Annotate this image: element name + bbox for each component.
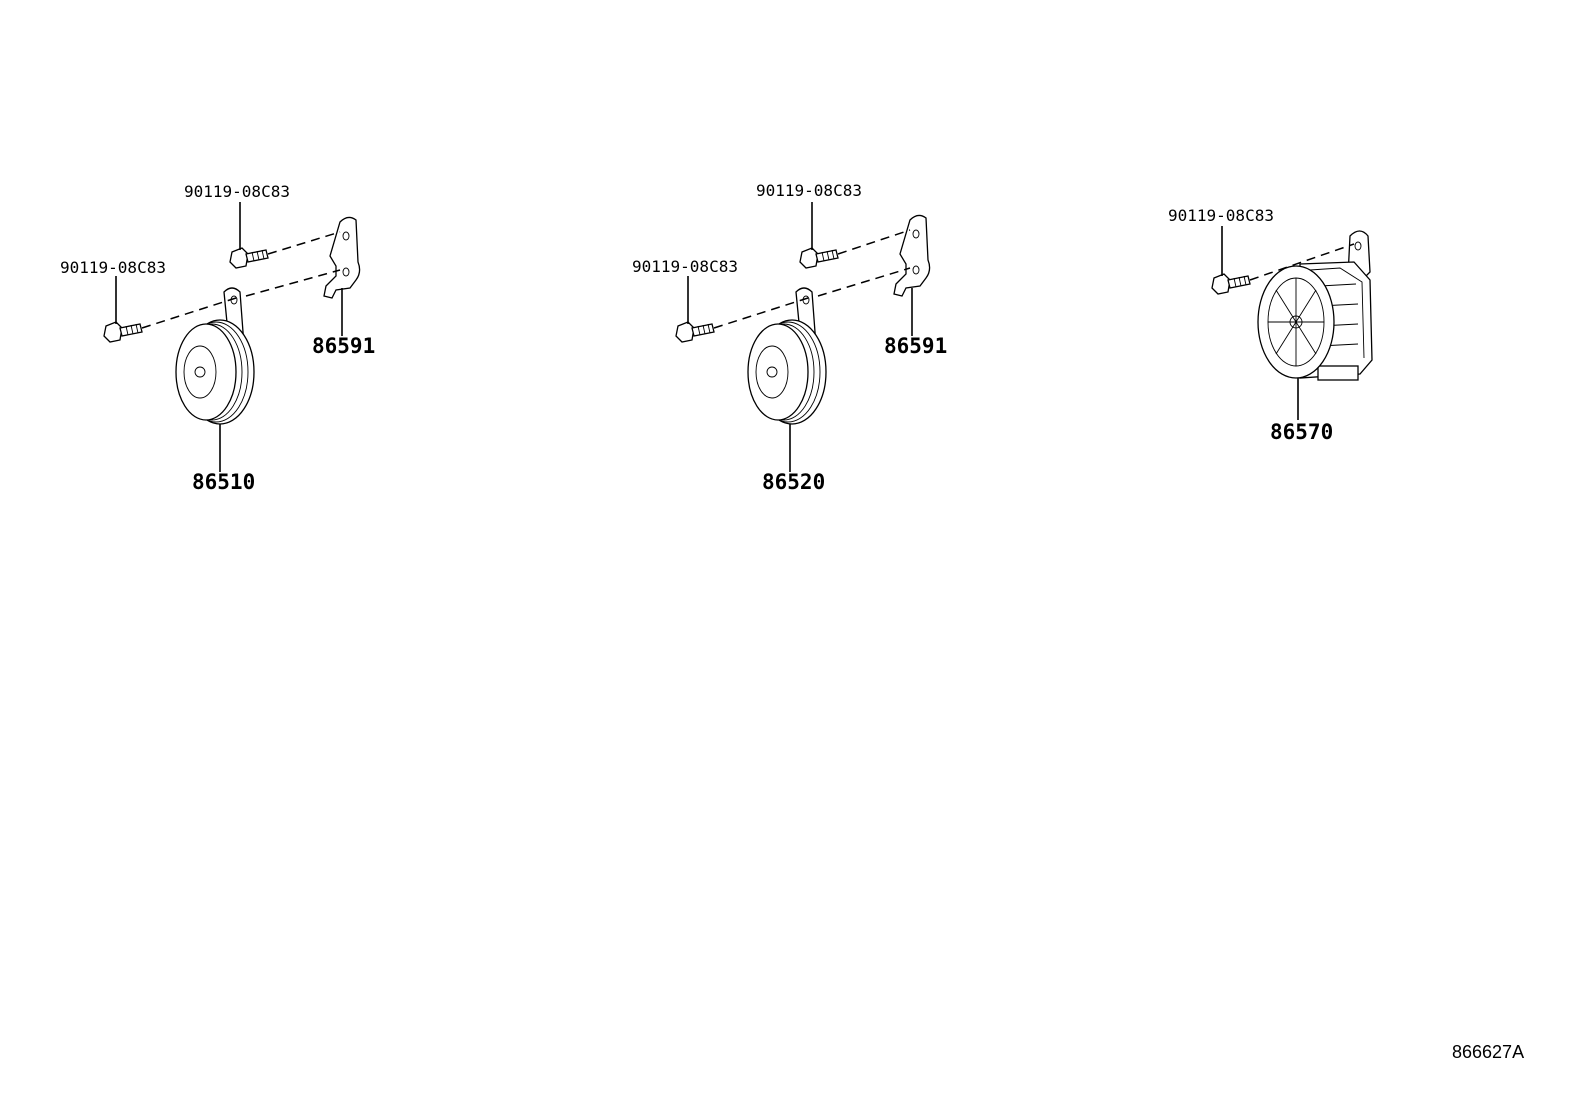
bolt-label-1a: 90119-08C83 [184,182,290,201]
bracket-label-1: 86591 [312,334,375,358]
bracket-label-2: 86591 [884,334,947,358]
bolt-label-3: 90119-08C83 [1168,206,1274,225]
bracket-86591b-shape [893,214,931,297]
horn-label-86510: 86510 [192,470,255,494]
horn-86570-shape [1257,230,1373,381]
bolt-1b-shape [103,321,143,343]
horn-86520-shape [747,287,827,425]
bolt-label-2b: 90119-08C83 [632,257,738,276]
bolt-3-shape [1211,273,1251,295]
group-2: 90119-08C83 90119-08C83 86591 86520 [632,181,947,494]
horn-label-86570: 86570 [1270,420,1333,444]
diagram-reference-code: 866627A [1452,1042,1524,1062]
horn-label-86520: 86520 [762,470,825,494]
horn-86510-shape [175,287,255,425]
bolt-2b-shape [675,321,715,343]
bracket-86591-shape [323,216,361,299]
bolt-2a-shape [799,247,839,269]
group-3: 90119-08C83 86570 [1168,206,1373,444]
bolt-label-1b: 90119-08C83 [60,258,166,277]
bolt-label-2a: 90119-08C83 [756,181,862,200]
bolt-1a-shape [229,247,269,269]
group-1: 90119-08C83 90119-08C83 86591 86510 [60,182,375,494]
